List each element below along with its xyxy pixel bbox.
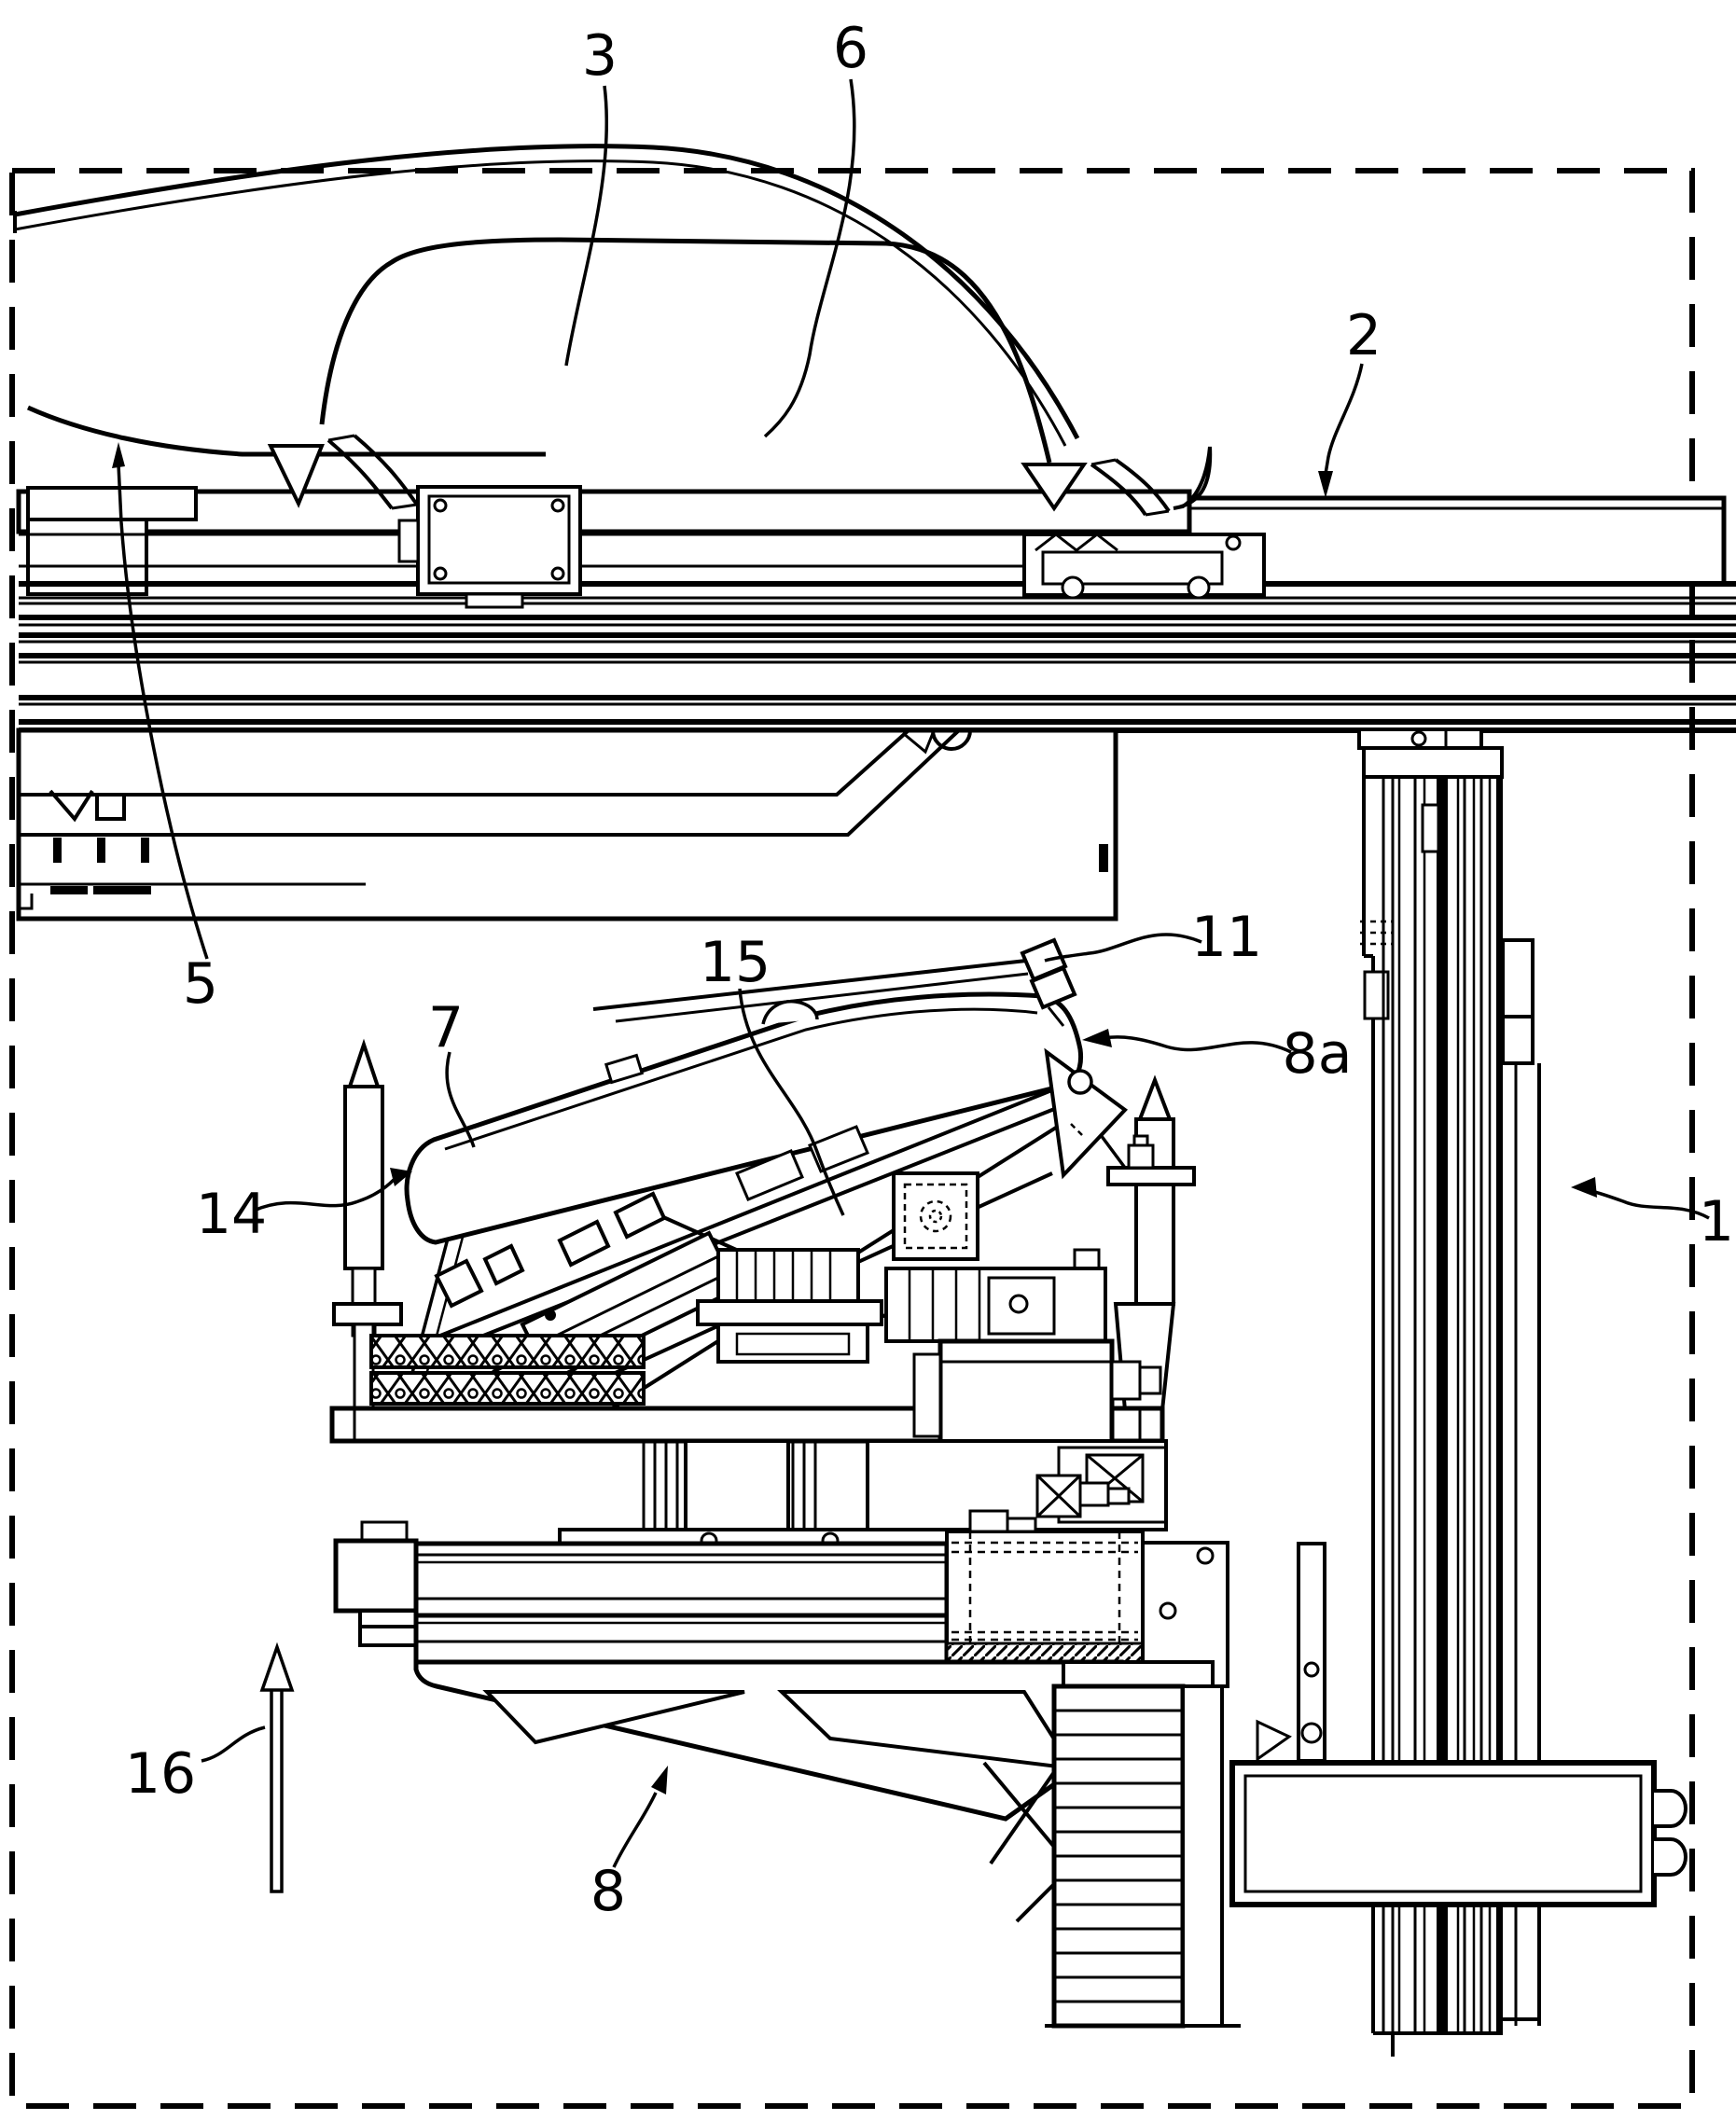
ref-label-1: 1 [1699, 1189, 1734, 1254]
cuff-left [267, 434, 419, 510]
ref-label-3: 3 [582, 23, 618, 89]
arrowhead-1 [1571, 1177, 1597, 1198]
shoe-shell-outer [14, 144, 1080, 440]
arrowhead-14 [390, 1168, 412, 1186]
direction-arrow-16 [259, 1642, 295, 1893]
ref-label-2: 2 [1346, 303, 1382, 368]
shoe-last [404, 991, 1084, 1245]
left-carriage [397, 485, 582, 609]
gusset-bracket [413, 1659, 1124, 1822]
ref-label-8: 8 [590, 1859, 626, 1924]
shoe-sole-line [26, 405, 546, 457]
leader-8a [1104, 1035, 1292, 1054]
rack-column [982, 1660, 1241, 2029]
pinion-bracket [1256, 1542, 1326, 1763]
leader-8 [612, 1792, 658, 1868]
leader-3 [564, 85, 608, 367]
conveyor-rail-assembly [16, 485, 1736, 921]
shoe-assembly [13, 144, 1213, 517]
leader-14 [253, 1178, 396, 1212]
ref-label-5: 5 [183, 951, 218, 1017]
arrowhead-8a [1082, 1029, 1112, 1047]
reference-numerals: 3 6 2 5 15 11 7 8a 14 1 16 8 [125, 16, 1734, 1924]
arrowhead-2 [1318, 471, 1333, 498]
valve-fittings [1035, 1474, 1131, 1518]
leader-1 [1590, 1189, 1710, 1220]
leader-5 [117, 464, 209, 960]
ref-label-8a: 8a [1283, 1021, 1353, 1087]
ref-label-14: 14 [196, 1182, 267, 1247]
ref-label-6: 6 [833, 16, 868, 81]
arrowhead-5 [112, 442, 125, 468]
shoe-shell-inner [14, 159, 1067, 447]
leader-arrowheads [112, 442, 1597, 1794]
cuff-right [1021, 446, 1213, 517]
leader-2 [1324, 363, 1364, 475]
roller-carriage [1022, 533, 1266, 600]
leader-16 [201, 1725, 266, 1763]
rotary-stage [696, 1248, 883, 1364]
roller-mesh-block [369, 1334, 646, 1406]
base-actuator [333, 1474, 1687, 2029]
leader-6 [763, 78, 856, 438]
ref-label-7: 7 [428, 995, 464, 1060]
leader-lines [117, 78, 1710, 1868]
ref-label-11: 11 [1191, 905, 1262, 970]
leader-11 [1044, 933, 1202, 963]
shoe-upper-dome [319, 237, 1052, 464]
dashed-plate [892, 1171, 979, 1261]
rail-lower-box [16, 727, 1118, 921]
leader-15 [738, 988, 845, 1216]
ref-label-15: 15 [700, 930, 771, 995]
arrowhead-8 [651, 1766, 668, 1794]
ref-label-16: 16 [125, 1741, 196, 1807]
slider-block [945, 1509, 1145, 1681]
left-post [332, 1038, 403, 1410]
clamp-cylinder-11 [1020, 937, 1077, 1027]
leader-7 [445, 1051, 476, 1148]
clamp-box [1229, 1760, 1687, 1907]
